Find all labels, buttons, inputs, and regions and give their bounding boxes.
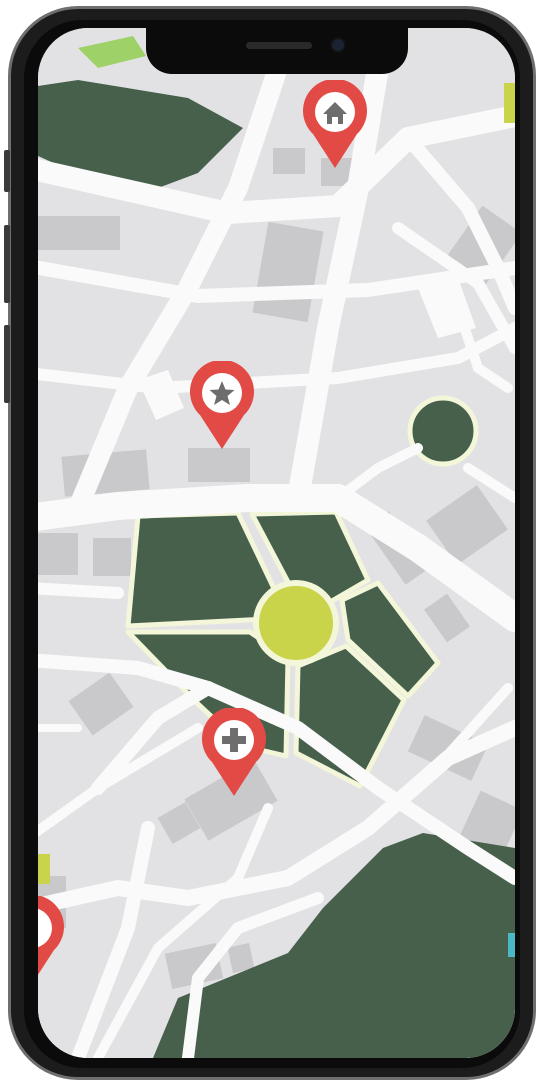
- park: [339, 580, 441, 699]
- road: [71, 821, 155, 1058]
- hospital-pin[interactable]: [200, 708, 268, 798]
- partial-pin[interactable]: [38, 896, 66, 986]
- plaza-roundabout: [253, 580, 339, 666]
- front-camera: [332, 39, 344, 51]
- road: [182, 892, 324, 1058]
- building: [184, 759, 278, 841]
- building: [38, 533, 78, 575]
- roads: [38, 57, 515, 1058]
- building: [459, 790, 515, 856]
- park-pond: [407, 395, 479, 467]
- building: [424, 593, 470, 643]
- road: [38, 322, 515, 394]
- star-icon: [209, 381, 235, 405]
- road: [392, 222, 515, 354]
- building: [164, 942, 224, 990]
- road: [38, 723, 203, 838]
- building: [68, 672, 134, 736]
- road: [38, 105, 515, 224]
- building: [273, 148, 305, 174]
- mute-switch[interactable]: [4, 150, 10, 192]
- building: [93, 538, 131, 576]
- road: [91, 681, 215, 795]
- road: [68, 58, 288, 518]
- park: [38, 80, 243, 188]
- road: [333, 443, 423, 503]
- plus-icon: [222, 728, 246, 752]
- building: [426, 485, 508, 565]
- phone-notch: [146, 28, 408, 74]
- speaker-grille: [246, 42, 312, 49]
- road: [463, 463, 515, 503]
- volume-down-button[interactable]: [4, 325, 10, 403]
- building: [227, 942, 255, 974]
- building: [157, 802, 201, 844]
- road: [38, 653, 515, 885]
- phone-screen: [38, 28, 515, 1058]
- home-icon: [323, 102, 347, 124]
- city-map[interactable]: [38, 28, 515, 1058]
- road: [38, 582, 124, 599]
- park: [153, 833, 515, 1058]
- map-accents: [38, 36, 515, 957]
- home-pin[interactable]: [301, 80, 369, 170]
- building: [188, 448, 250, 482]
- road: [38, 260, 515, 303]
- volume-up-button[interactable]: [4, 225, 10, 303]
- road: [401, 131, 515, 315]
- road: [287, 57, 389, 509]
- building: [38, 216, 120, 250]
- road: [93, 803, 273, 1058]
- unknown-icon: [38, 908, 52, 948]
- star-pin[interactable]: [188, 361, 256, 451]
- road: [413, 683, 513, 793]
